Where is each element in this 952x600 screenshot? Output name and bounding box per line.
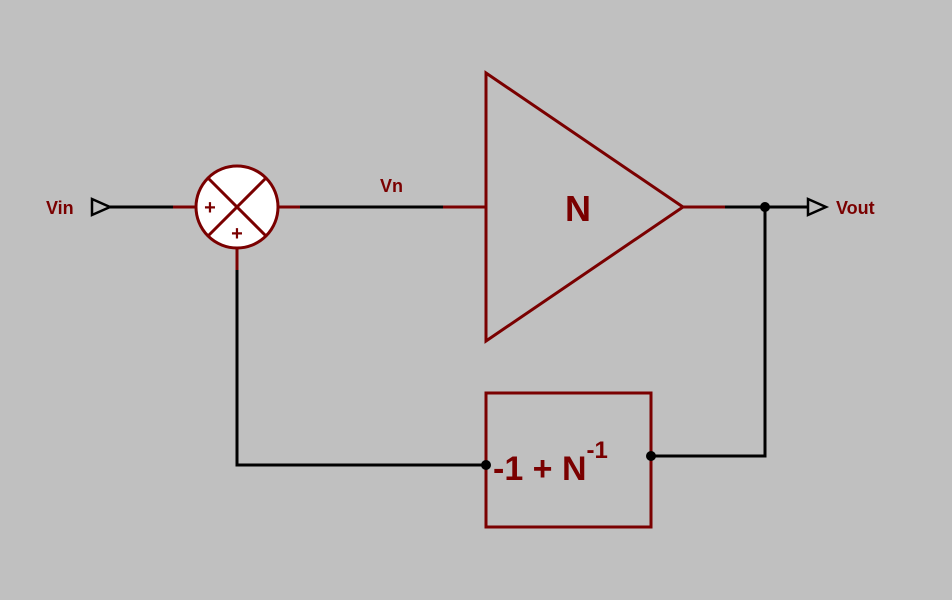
summer-sign-plus-bottom: + [231,223,243,245]
input-label: Vin [46,198,74,218]
feedback-block-right-dot [646,451,656,461]
wire-feedback-left [235,270,486,467]
amplifier-triangle [484,70,686,344]
input-port-icon [90,197,114,217]
wire-feedback-right [651,207,767,458]
amplifier-gain-label: N [565,188,591,229]
feedback-expression: -1 + N-1 [493,437,608,488]
feedback-main-text: -1 + N [493,450,587,488]
output-port-icon [806,197,830,217]
vn-label: Vn [380,176,403,196]
summer-sign-plus-left: + [204,197,216,219]
output-label: Vout [836,198,875,218]
summing-junction: + + [194,164,280,250]
feedback-exponent-text: -1 [587,437,608,464]
feedback-block-left-dot [481,460,491,470]
